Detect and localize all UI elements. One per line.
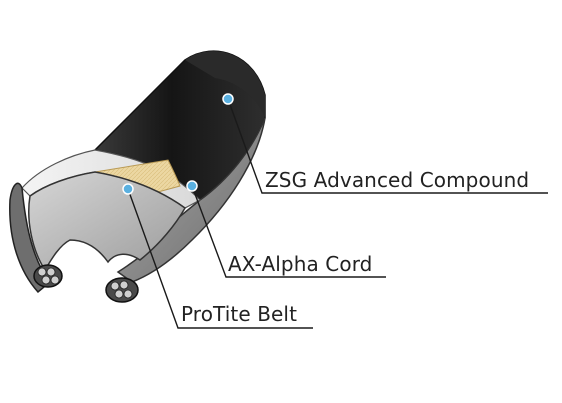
compound-leader-line bbox=[227, 98, 548, 194]
cord-leader-line bbox=[191, 185, 386, 278]
cord-marker bbox=[186, 180, 198, 192]
left-bead bbox=[33, 264, 63, 288]
left-sidewall bbox=[9, 182, 52, 294]
tread-end-cap bbox=[185, 51, 265, 119]
cord-label: AX-Alpha Cord bbox=[228, 252, 373, 276]
belt-marker bbox=[122, 183, 134, 195]
belt-leader-line bbox=[127, 188, 313, 329]
compound-label: ZSG Advanced Compound bbox=[265, 168, 530, 192]
belt-label: ProTite Belt bbox=[181, 302, 298, 326]
right-bead bbox=[105, 277, 139, 303]
compound-marker bbox=[222, 93, 234, 105]
